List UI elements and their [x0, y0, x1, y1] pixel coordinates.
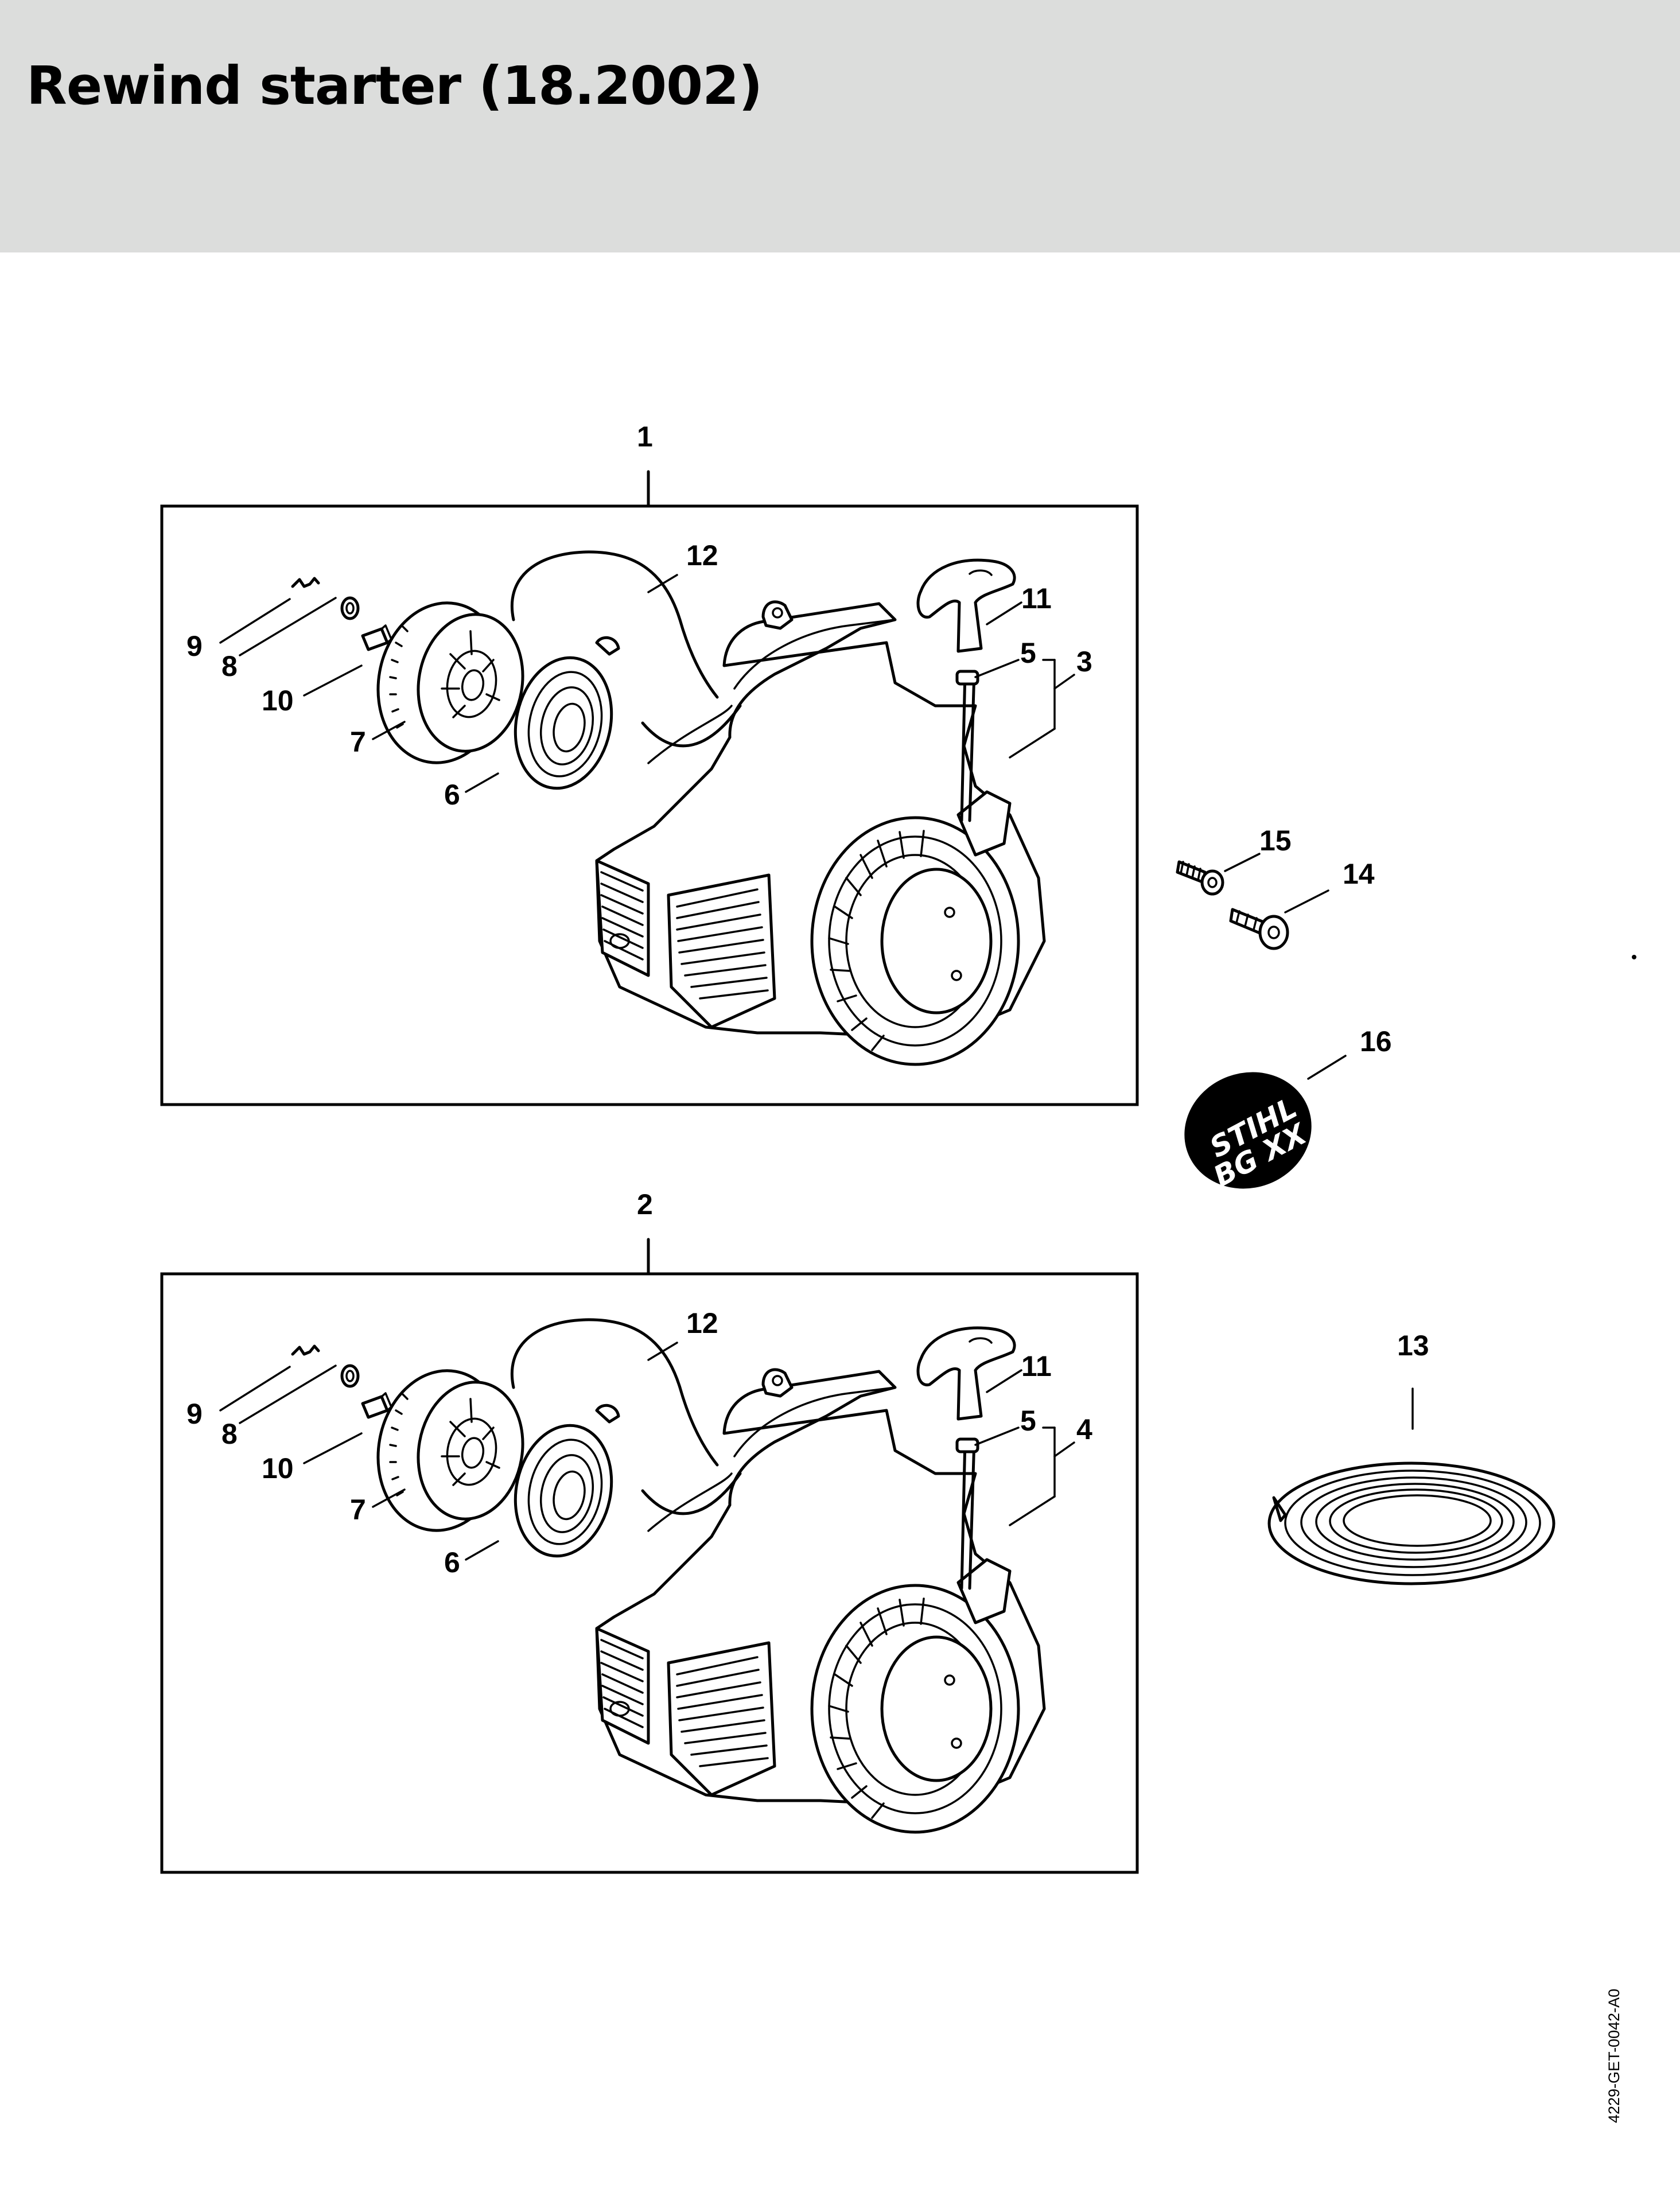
page-title: Rewind starter (18.2002)	[26, 55, 763, 116]
callout-13: 13	[1397, 1330, 1429, 1362]
assembly-2-illustration	[162, 1239, 1137, 1872]
callout-4: 4	[1076, 1413, 1092, 1445]
callout-8: 8	[221, 650, 238, 682]
callout-14: 14	[1343, 858, 1375, 890]
callout-6: 6	[444, 779, 460, 811]
callout-9: 9	[186, 630, 203, 662]
callout-12: 12	[686, 539, 718, 572]
assembly-1-illustration	[162, 472, 1137, 1105]
callout-5: 5	[1020, 1405, 1036, 1437]
spring-13-illustration	[1267, 1387, 1555, 1585]
badge-16-illustration: STIHL BG XX	[1184, 1055, 1347, 1194]
stray-dot	[1632, 955, 1636, 959]
screw-14-illustration	[1229, 889, 1329, 950]
assembly-2-label: 2	[637, 1188, 653, 1220]
assembly-1-label: 1	[637, 421, 653, 453]
callout-6: 6	[444, 1546, 460, 1579]
callout-12: 12	[686, 1307, 718, 1339]
document-id: 4229-GET-0042-A0	[1605, 1989, 1623, 2123]
callout-9: 9	[186, 1398, 203, 1430]
callout-10: 10	[262, 1452, 294, 1484]
callout-16: 16	[1360, 1025, 1392, 1058]
callout-3: 3	[1076, 646, 1092, 678]
callout-10: 10	[262, 685, 294, 717]
assembly-1-callouts: 1 12 11 5 3 9 8 10 7 6	[186, 421, 1092, 811]
callout-8: 8	[221, 1418, 238, 1450]
screw-15-illustration	[1176, 853, 1261, 896]
callout-7: 7	[350, 1494, 366, 1526]
callout-15: 15	[1259, 825, 1292, 857]
header-band: Rewind starter (18.2002)	[0, 0, 1680, 252]
callout-11: 11	[1021, 1350, 1052, 1382]
callout-7: 7	[350, 726, 366, 758]
callout-11: 11	[1021, 582, 1052, 615]
assembly-2-callouts: 2 12 11 5 4 9 8 10 7 6	[186, 1188, 1092, 1579]
loose-part-callouts: 15 14 16 13	[1259, 825, 1429, 1362]
callout-5: 5	[1020, 637, 1036, 669]
